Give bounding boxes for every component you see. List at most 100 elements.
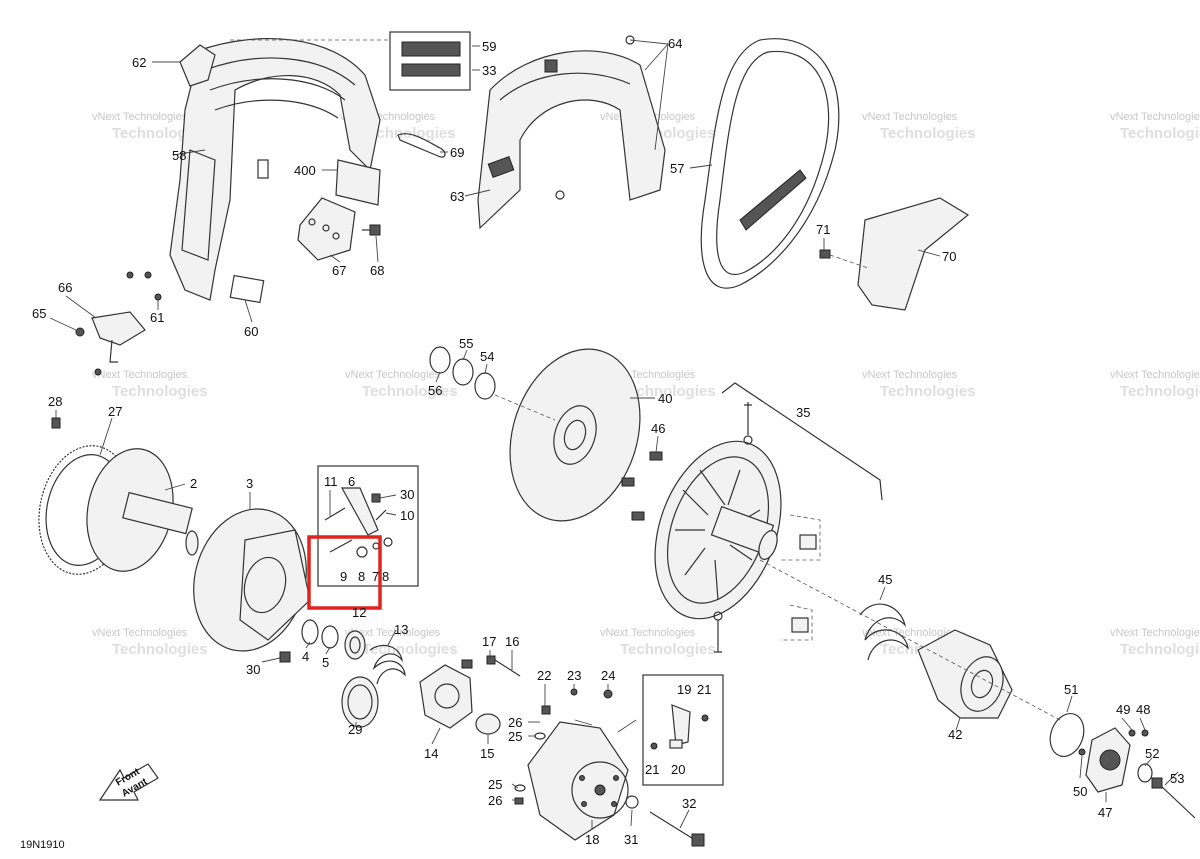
callout-35[interactable]: 35 (796, 405, 810, 420)
nut-61-part[interactable] (154, 293, 162, 301)
callout-25-lower[interactable]: 25 (488, 777, 502, 792)
callout-4[interactable]: 4 (302, 649, 309, 664)
cap-12-part[interactable] (344, 630, 366, 660)
callout-24[interactable]: 24 (601, 668, 615, 683)
governor-cup-part[interactable] (527, 721, 629, 841)
callout-400[interactable]: 400 (294, 163, 316, 178)
callout-71[interactable]: 71 (816, 222, 830, 237)
callout-3[interactable]: 3 (246, 476, 253, 491)
retaining-rings-part[interactable] (301, 619, 339, 649)
washer-31-part[interactable] (625, 795, 639, 809)
callout-19[interactable]: 19 (677, 682, 691, 697)
callout-22[interactable]: 22 (537, 668, 551, 683)
callout-11[interactable]: 11 (324, 474, 338, 489)
washer-50-part[interactable] (1078, 748, 1086, 756)
callout-15[interactable]: 15 (480, 746, 494, 761)
screw-30-part[interactable] (279, 651, 291, 663)
bolts-46-part[interactable] (621, 451, 663, 521)
callout-42[interactable]: 42 (948, 727, 962, 742)
callout-49[interactable]: 49 (1116, 702, 1130, 717)
callout-25[interactable]: 25 (508, 729, 522, 744)
callout-7[interactable]: 7 (372, 569, 379, 584)
callout-18[interactable]: 18 (585, 832, 599, 847)
callout-54[interactable]: 54 (480, 349, 494, 364)
callout-63[interactable]: 63 (450, 189, 464, 204)
callout-14[interactable]: 14 (424, 746, 438, 761)
callout-62[interactable]: 62 (132, 55, 146, 70)
callout-70[interactable]: 70 (942, 249, 956, 264)
bracket-400-part[interactable] (335, 159, 381, 206)
washer-51-part[interactable] (1044, 709, 1089, 761)
callout-55[interactable]: 55 (459, 336, 473, 351)
lever-6-part[interactable] (340, 487, 379, 536)
callout-28[interactable]: 28 (48, 394, 62, 409)
callout-40[interactable]: 40 (658, 391, 672, 406)
bracket-66-part[interactable] (91, 311, 146, 346)
callout-66[interactable]: 66 (58, 280, 72, 295)
callout-60[interactable]: 60 (244, 324, 258, 339)
callout-16[interactable]: 16 (505, 634, 519, 649)
cam-47-part[interactable] (1085, 727, 1131, 793)
bolt-68-part[interactable] (362, 224, 381, 236)
callout-21-lower[interactable]: 21 (645, 762, 659, 777)
movable-half-part[interactable] (178, 496, 322, 664)
callout-6[interactable]: 6 (348, 474, 355, 489)
callout-33[interactable]: 33 (482, 63, 496, 78)
screw-71-part[interactable] (819, 249, 831, 259)
bracket-67-part[interactable] (297, 197, 356, 261)
callout-26[interactable]: 26 (508, 715, 522, 730)
fixed-half-part[interactable] (76, 441, 199, 580)
screw-65-part[interactable] (75, 327, 85, 337)
belt-guard-part[interactable] (477, 35, 666, 230)
callout-48[interactable]: 48 (1136, 702, 1150, 717)
callout-30[interactable]: 30 (400, 487, 414, 502)
callout-8-outer[interactable]: 8 (382, 569, 389, 584)
callout-47[interactable]: 47 (1098, 805, 1112, 820)
callout-69[interactable]: 69 (450, 145, 464, 160)
callout-31[interactable]: 31 (624, 832, 638, 847)
callout-65[interactable]: 65 (32, 306, 46, 321)
callout-53[interactable]: 53 (1170, 771, 1184, 786)
callout-10[interactable]: 10 (400, 508, 414, 523)
bushings-part[interactable] (791, 534, 817, 633)
cam-42-part[interactable] (917, 629, 1013, 719)
callout-61[interactable]: 61 (150, 310, 164, 325)
spring-13-part[interactable] (369, 645, 406, 685)
callout-9[interactable]: 9 (340, 569, 347, 584)
callout-50[interactable]: 50 (1073, 784, 1087, 799)
callout-59[interactable]: 59 (482, 39, 496, 54)
callout-21[interactable]: 21 (697, 682, 711, 697)
callout-2[interactable]: 2 (190, 476, 197, 491)
callout-68[interactable]: 68 (370, 263, 384, 278)
callout-58[interactable]: 58 (172, 148, 186, 163)
callout-13[interactable]: 13 (394, 622, 408, 637)
bolt-32-part[interactable] (649, 811, 705, 847)
roller-15-part[interactable] (475, 713, 501, 735)
callout-67[interactable]: 67 (332, 263, 346, 278)
callout-29[interactable]: 29 (348, 722, 362, 737)
callout-27[interactable]: 27 (108, 404, 122, 419)
callout-12[interactable]: 12 (352, 605, 366, 620)
callout-32[interactable]: 32 (682, 796, 696, 811)
callout-17[interactable]: 17 (482, 634, 496, 649)
callout-5[interactable]: 5 (322, 655, 329, 670)
callout-64[interactable]: 64 (668, 36, 682, 51)
fixed-sheave-part[interactable] (489, 332, 661, 538)
weight-19-part[interactable] (671, 704, 691, 746)
callout-45[interactable]: 45 (878, 572, 892, 587)
belt-guard-support-part[interactable] (169, 37, 381, 304)
callout-23[interactable]: 23 (567, 668, 581, 683)
bolt-53-part[interactable] (1151, 777, 1196, 819)
pin-69-part[interactable] (397, 133, 446, 158)
bushing-29-part[interactable] (341, 676, 379, 728)
spring-45-part[interactable] (859, 603, 909, 661)
callout-46[interactable]: 46 (651, 421, 665, 436)
bolt-16-part[interactable] (486, 655, 521, 677)
decals-part[interactable] (389, 31, 471, 91)
callout-30-lower[interactable]: 30 (246, 662, 260, 677)
callout-57[interactable]: 57 (670, 161, 684, 176)
cover-70-part[interactable] (857, 197, 970, 311)
callout-8[interactable]: 8 (358, 569, 365, 584)
callout-26-lower[interactable]: 26 (488, 793, 502, 808)
driven-pulley-part[interactable] (632, 424, 804, 637)
